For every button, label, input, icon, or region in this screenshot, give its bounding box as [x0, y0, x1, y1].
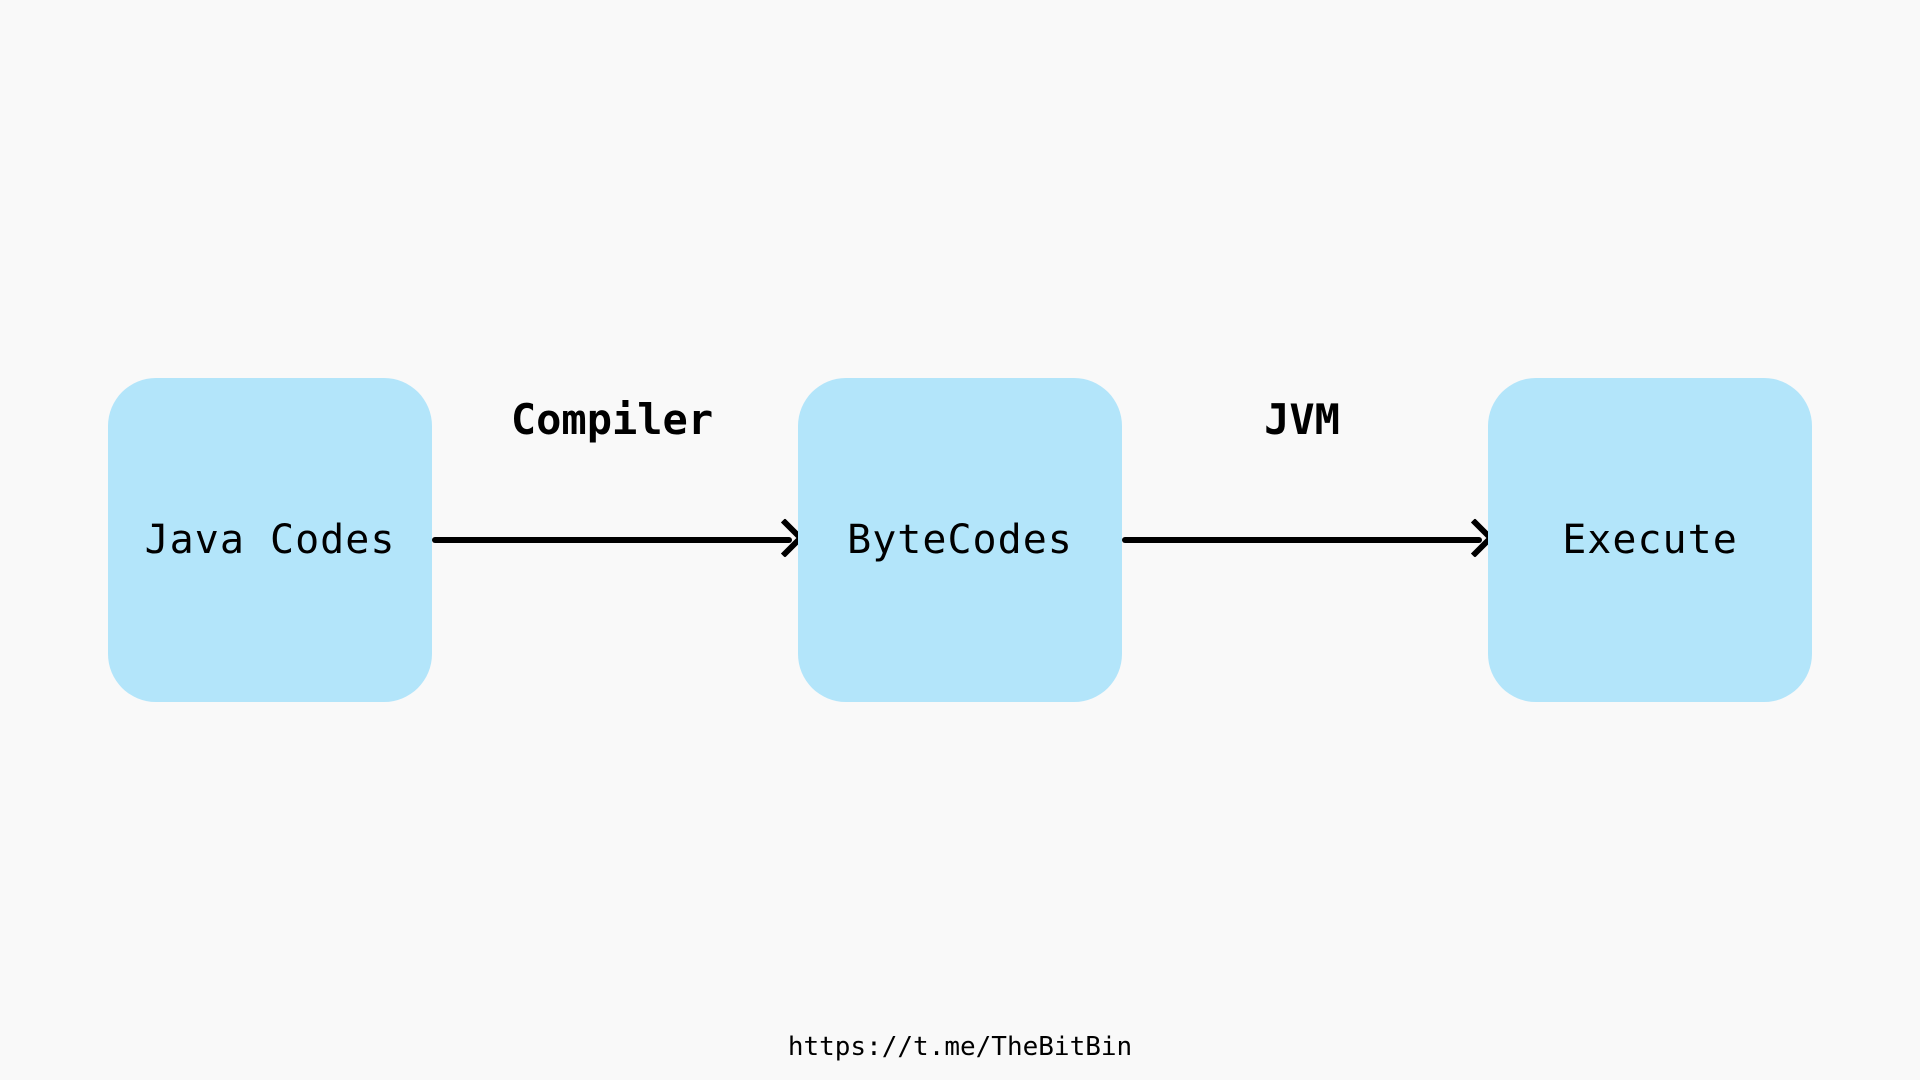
node-java-codes: Java Codes: [108, 378, 432, 702]
node-bytecodes: ByteCodes: [798, 378, 1122, 702]
footer-link[interactable]: https://t.me/TheBitBin: [787, 1032, 1133, 1062]
node-label: Java Codes: [144, 517, 396, 563]
node-label: ByteCodes: [847, 517, 1073, 563]
arrow-compiler-line: [432, 537, 792, 543]
edge-label-jvm: JVM: [1264, 395, 1340, 444]
edge-label-compiler: Compiler: [510, 395, 714, 444]
node-label: Execute: [1562, 517, 1738, 563]
node-execute: Execute: [1488, 378, 1812, 702]
arrow-jvm-line: [1122, 537, 1482, 543]
